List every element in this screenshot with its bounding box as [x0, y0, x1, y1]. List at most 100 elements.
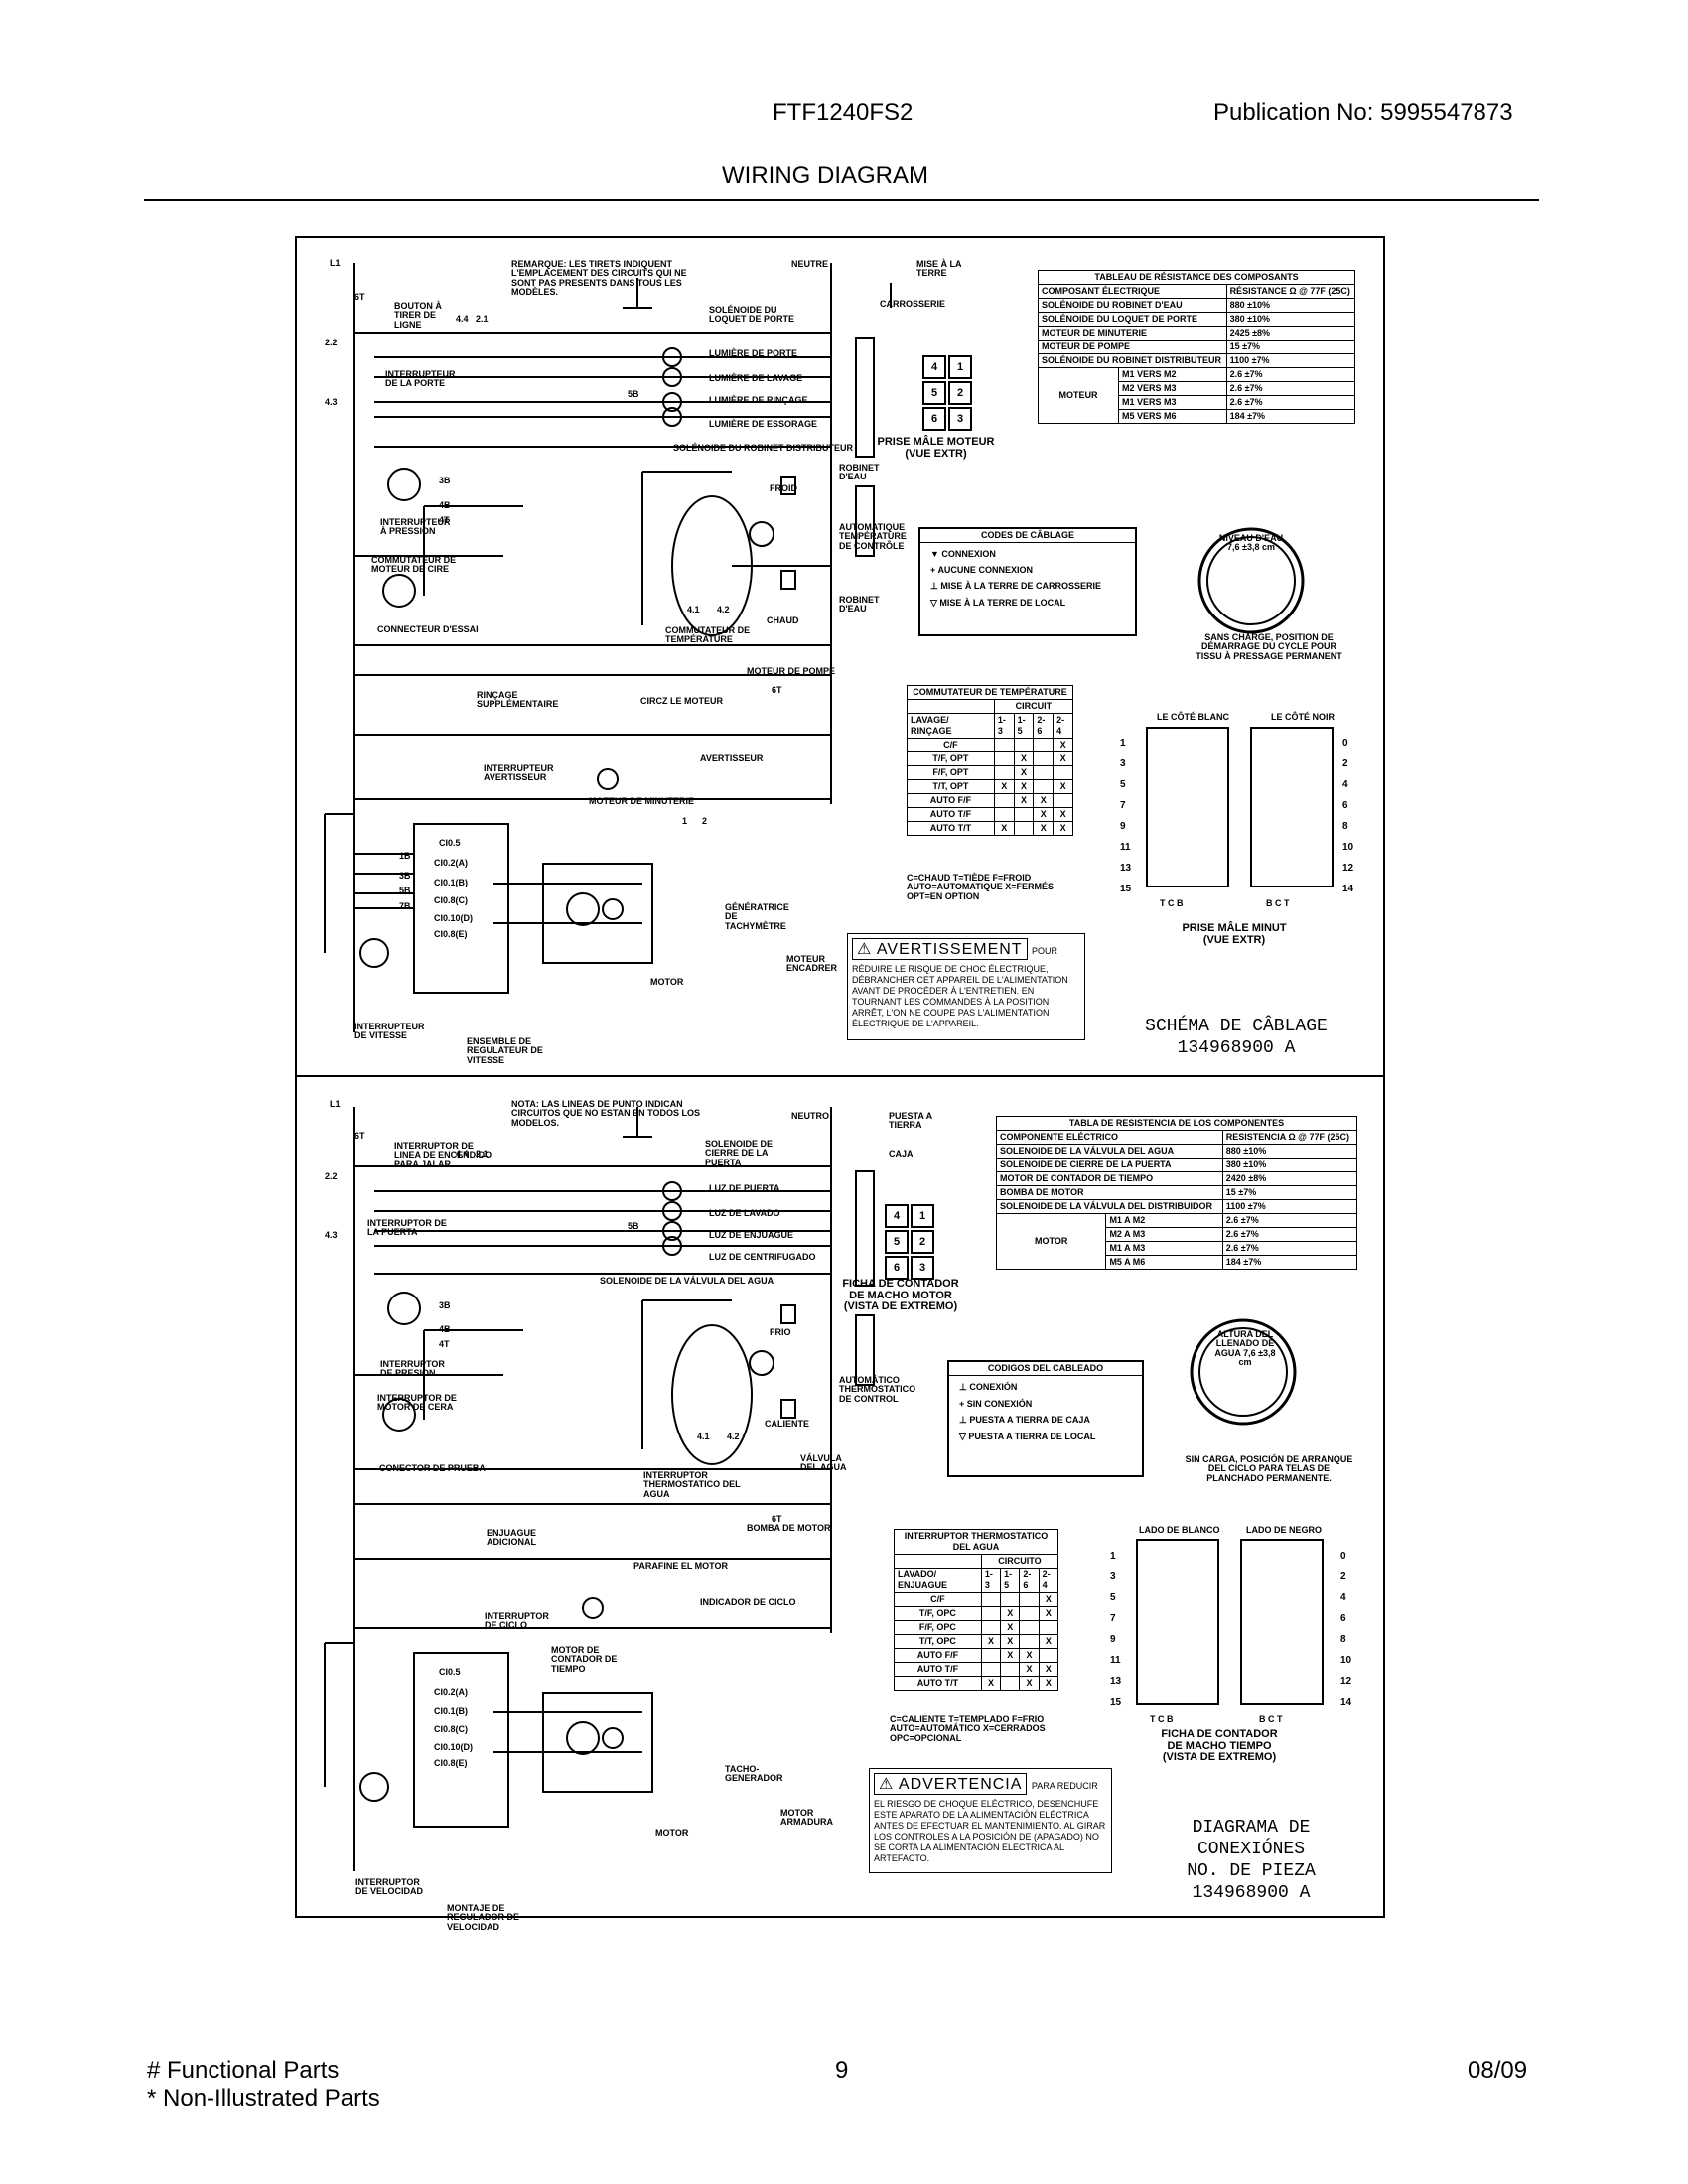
fr-door-light: LUMIÈRE DE PORTE: [709, 348, 798, 358]
fr-tt-head: LAVAGE/ RINÇAGE: [907, 713, 995, 739]
es-rt-r1c0: SOLENOIDE DE CIERRE DE LA PUERTA: [996, 1158, 1223, 1172]
fr-rt-title: TABLEAU DE RÉSISTANCE DES COMPOSANTS: [1038, 270, 1355, 285]
fr-door-lock: SOLÉNOIDE DU LOQUET DE PORTE: [709, 305, 795, 325]
timer-pin-number: 15: [1110, 1697, 1122, 1707]
es-door-switch: INTERRUPTOR DE LA PUERTA: [367, 1218, 447, 1238]
es-test-connector: CONECTOR DE PRUEBA: [379, 1463, 486, 1473]
es-rt-r2c0: MOTOR DE CONTADOR DE TIEMPO: [996, 1171, 1223, 1186]
diagram-frame: [295, 236, 1385, 1918]
timer-pin-number: 1: [1120, 738, 1126, 749]
es-rt-col1: COMPONENTE ELÉCTRICO: [996, 1130, 1223, 1145]
svg-text:CI0.8(C): CI0.8(C): [434, 1724, 468, 1734]
es-pin: 6: [885, 1256, 909, 1280]
svg-text:4T: 4T: [439, 515, 450, 525]
es-rt-m3a: M5 A M6: [1105, 1255, 1223, 1270]
temp-table-cell: X: [1038, 1634, 1059, 1649]
fr-pin: 3: [948, 407, 972, 431]
svg-text:5B: 5B: [628, 389, 639, 399]
footer-page-number: 9: [835, 2057, 849, 2084]
temp-table-cell: C/F: [907, 738, 995, 752]
temp-table-cell: [1038, 1648, 1059, 1663]
fr-pump-motor: MOTEUR DE POMPE: [747, 666, 836, 676]
timer-pin-number: 10: [1340, 1655, 1352, 1666]
fr-rt-r1c0: SOLÉNOIDE DU LOQUET DE PORTE: [1038, 312, 1227, 327]
svg-text:4T: 4T: [439, 1339, 450, 1349]
footer-non-illustrated: * Non-Illustrated Parts: [147, 2085, 380, 2112]
fr-code-connection: ▼ CONNEXION: [930, 549, 996, 560]
temp-table-cell: X: [980, 1634, 1002, 1649]
timer-pin-number: 15: [1120, 884, 1132, 894]
es-rt-r3c1: 15 ±7%: [1221, 1185, 1358, 1200]
header-rule: [144, 199, 1539, 201]
fr-pin: 1: [948, 355, 972, 379]
fr-wax-switch: COMMUTATEUR DE MOTEUR DE CIRE: [371, 555, 457, 575]
fr-signal-switch: INTERRUPTEUR AVERTISSEUR: [484, 763, 554, 783]
es-rt-col2: RESISTENCIA Ω @ 77F (25C): [1221, 1130, 1358, 1145]
temp-table-cell: F/F, OPC: [894, 1620, 982, 1635]
temp-table-cell: X: [1013, 751, 1035, 766]
es-tt-c2: 2-6: [1019, 1568, 1040, 1593]
temp-table-cell: X: [1013, 793, 1035, 808]
page-title: WIRING DIAGRAM: [722, 162, 928, 189]
timer-pin-number: 6: [1340, 1613, 1346, 1624]
fr-rinse-light: LUMIÈRE DE RINÇAGE: [709, 395, 808, 405]
temp-table-cell: [1053, 765, 1073, 780]
svg-text:CI0.5: CI0.5: [439, 838, 461, 848]
fr-rt-r3c1: 15 ±7%: [1225, 340, 1356, 354]
fr-extra-rinse: RINÇAGE SUPPLÉMENTAIRE: [477, 690, 559, 710]
temp-table-cell: [980, 1606, 1002, 1621]
temp-table-cell: [1013, 738, 1035, 752]
timer-pin-number: 3: [1120, 758, 1126, 769]
es-tt-title: INTERRUPTOR THERMOSTATICO DEL AGUA: [894, 1529, 1058, 1555]
fr-cold: FROID: [770, 483, 797, 493]
es-rt-m0b: 2.6 ±7%: [1221, 1213, 1358, 1228]
fr-code-connection-label: CONNEXION: [941, 549, 996, 560]
es-water-level: ALTURA DEL LLENADO DE AGUA 7,6 ±3,8 cm: [1214, 1329, 1276, 1368]
fr-rt-r4c0: SOLÉNOIDE DU ROBINET DISTRIBUTEUR: [1038, 353, 1227, 368]
es-rinse-light: LUZ DE ENJUAGUE: [709, 1230, 794, 1240]
svg-text:4.1: 4.1: [687, 605, 700, 614]
svg-text:2: 2: [702, 816, 707, 826]
fr-rt-r3c0: MOTEUR DE POMPE: [1038, 340, 1227, 354]
timer-pin-number: 8: [1340, 1634, 1346, 1645]
fr-code-chassis-ground: ⊥ MISE À LA TERRE DE CARROSSERIE: [930, 581, 1102, 592]
fr-no-load: SANS CHARGE, POSITION DE DÉMARRAGE DU CY…: [1196, 632, 1342, 661]
timer-pin-number: 4: [1340, 1592, 1346, 1603]
es-note: NOTA: LAS LINEAS DE PUNTO INDICAN CIRCUI…: [511, 1099, 701, 1128]
temp-table-cell: [1000, 1592, 1021, 1607]
temp-table-cell: [980, 1662, 1002, 1677]
svg-text:3B: 3B: [439, 1300, 451, 1310]
fr-door-switch: INTERRUPTEUR DE LA PORTE: [385, 369, 456, 389]
fr-water-valve-2: ROBINET D'EAU: [839, 595, 880, 614]
fr-rt-r1c1: 380 ±10%: [1225, 312, 1356, 327]
section-divider: [295, 1075, 1384, 1077]
es-door-lock: SOLENOIDE DE CIERRE DE LA PUERTA: [705, 1139, 774, 1167]
fr-rt-m3b: 184 ±7%: [1225, 409, 1356, 424]
es-timer-plug-label: FICHA DE CONTADOR DE MACHO TIEMPO (VISTA…: [1161, 1728, 1278, 1764]
svg-text:L1: L1: [330, 258, 341, 268]
svg-text:4.4: 4.4: [456, 314, 469, 324]
temp-table-cell: AUTO T/F: [907, 807, 995, 822]
svg-text:CI0.10(D): CI0.10(D): [434, 1742, 473, 1752]
svg-text:6T: 6T: [772, 685, 782, 695]
publication-label: Publication No: 5995547873: [1213, 99, 1513, 127]
fr-temp-legend: C=CHAUD T=TIÈDE F=FROID AUTO=AUTOMATIQUE…: [907, 873, 1055, 901]
footer-date: 08/09: [1468, 2057, 1528, 2084]
es-water-level-gauge: [1190, 1318, 1297, 1426]
fr-timer-plug: [1146, 727, 1334, 887]
es-rt-r1c1: 380 ±10%: [1221, 1158, 1358, 1172]
footer-functional-parts: # Functional Parts: [147, 2057, 340, 2084]
temp-table-cell: X: [1053, 821, 1073, 836]
es-rt-m0a: M1 A M2: [1105, 1213, 1223, 1228]
es-extra-rinse: ENJUAGUE ADICIONAL: [487, 1528, 537, 1548]
model-number: FTF1240FS2: [773, 99, 914, 126]
es-hot: CALIENTE: [765, 1419, 809, 1429]
fr-water-level-gauge: [1197, 527, 1305, 634]
fr-tt-c3: 2-4: [1053, 713, 1073, 739]
